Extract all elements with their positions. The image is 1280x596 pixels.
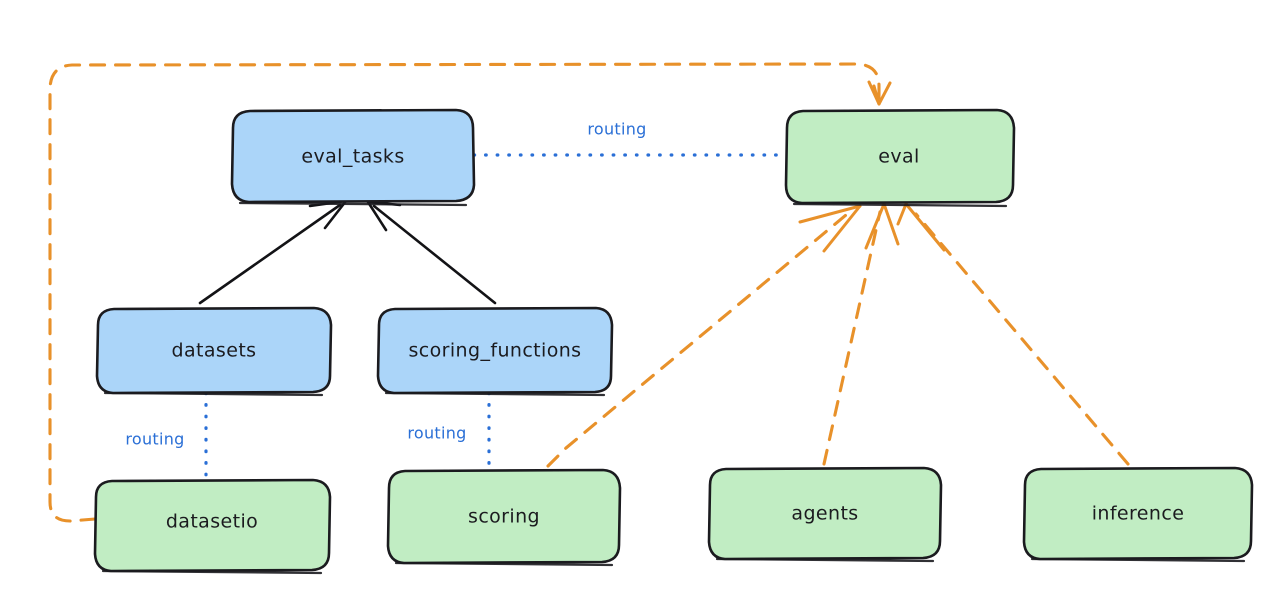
edge-label-routing-eval_tasks-eval: routing [587, 120, 646, 139]
edge-datasets-to-eval_tasks [198, 199, 348, 305]
edge-inference-to-eval-arrowhead-a [896, 202, 908, 226]
edge-datasets-to-eval_tasks-arrowhead-b [323, 199, 348, 230]
edge-inference-to-eval-path [914, 212, 1130, 466]
edge-scoring-to-eval [546, 204, 862, 468]
node-inference-label: inference [1092, 503, 1185, 525]
node-datasets-box[interactable] [95, 306, 333, 395]
node-inference-box[interactable] [1022, 466, 1254, 561]
node-eval-shadow [792, 202, 1008, 208]
edge-label-routing-datasets-datasetio: routing [125, 430, 184, 449]
node-agents-label: agents [791, 503, 858, 525]
node-eval_tasks-label: eval_tasks [301, 146, 404, 168]
edge-scoring_functions-to-eval_tasks-path [372, 204, 497, 305]
edge-scoring-to-eval-path [546, 213, 848, 468]
node-datasets-label: datasets [172, 340, 257, 362]
node-datasetio-box[interactable] [93, 478, 332, 573]
edge-label-routing-scoring_functions-scoring: routing [407, 424, 466, 443]
node-scoring_functions-box[interactable] [376, 306, 614, 395]
edge-eval_tasks-to-eval: routing [472, 120, 788, 157]
node-inference[interactable]: inference [1022, 466, 1254, 563]
node-scoring-label: scoring [468, 506, 540, 528]
edge-datasets-to-datasetio: routing [125, 391, 208, 481]
edge-agents-to-eval-path [822, 210, 882, 466]
edge-scoring-to-eval-arrowhead-b [822, 204, 862, 253]
edge-agents-to-eval-arrowhead-a [864, 202, 886, 250]
node-scoring[interactable]: scoring [386, 468, 622, 567]
node-datasets[interactable]: datasets [95, 306, 333, 397]
node-eval-box[interactable] [784, 108, 1016, 205]
edge-datasetio-to-eval-arrowhead-inner [872, 84, 881, 106]
edge-inference-to-eval-arrowhead-b [904, 202, 946, 252]
node-datasetio[interactable]: datasetio [93, 478, 332, 575]
node-scoring_functions[interactable]: scoring_functions [376, 306, 614, 397]
edge-datasetio-to-eval-path [48, 62, 881, 523]
edge-datasets-to-eval_tasks-path [198, 203, 342, 305]
node-agents[interactable]: agents [707, 466, 943, 563]
edge-datasetio-to-eval [48, 62, 892, 523]
node-eval[interactable]: eval [784, 108, 1016, 208]
edge-scoring_functions-to-eval_tasks [366, 200, 497, 305]
node-eval_tasks[interactable]: eval_tasks [230, 108, 476, 207]
node-scoring-box[interactable] [386, 468, 622, 565]
node-eval-label: eval [878, 146, 919, 168]
node-datasetio-label: datasetio [166, 511, 258, 533]
edge-agents-to-eval-arrowhead-b [882, 202, 900, 246]
edge-scoring_functions-to-scoring: routing [407, 391, 491, 471]
edge-scoring_functions-to-eval_tasks-arrowhead-b [366, 200, 388, 232]
edge-agents-to-eval [822, 202, 900, 466]
edge-inference-to-eval [896, 202, 1130, 466]
node-eval_tasks-box[interactable] [230, 108, 476, 204]
edge-scoring-to-eval-arrowhead-a [798, 204, 862, 224]
node-scoring_functions-label: scoring_functions [409, 340, 582, 362]
node-agents-box[interactable] [707, 466, 943, 561]
node-eval_tasks-shadow [238, 201, 468, 207]
